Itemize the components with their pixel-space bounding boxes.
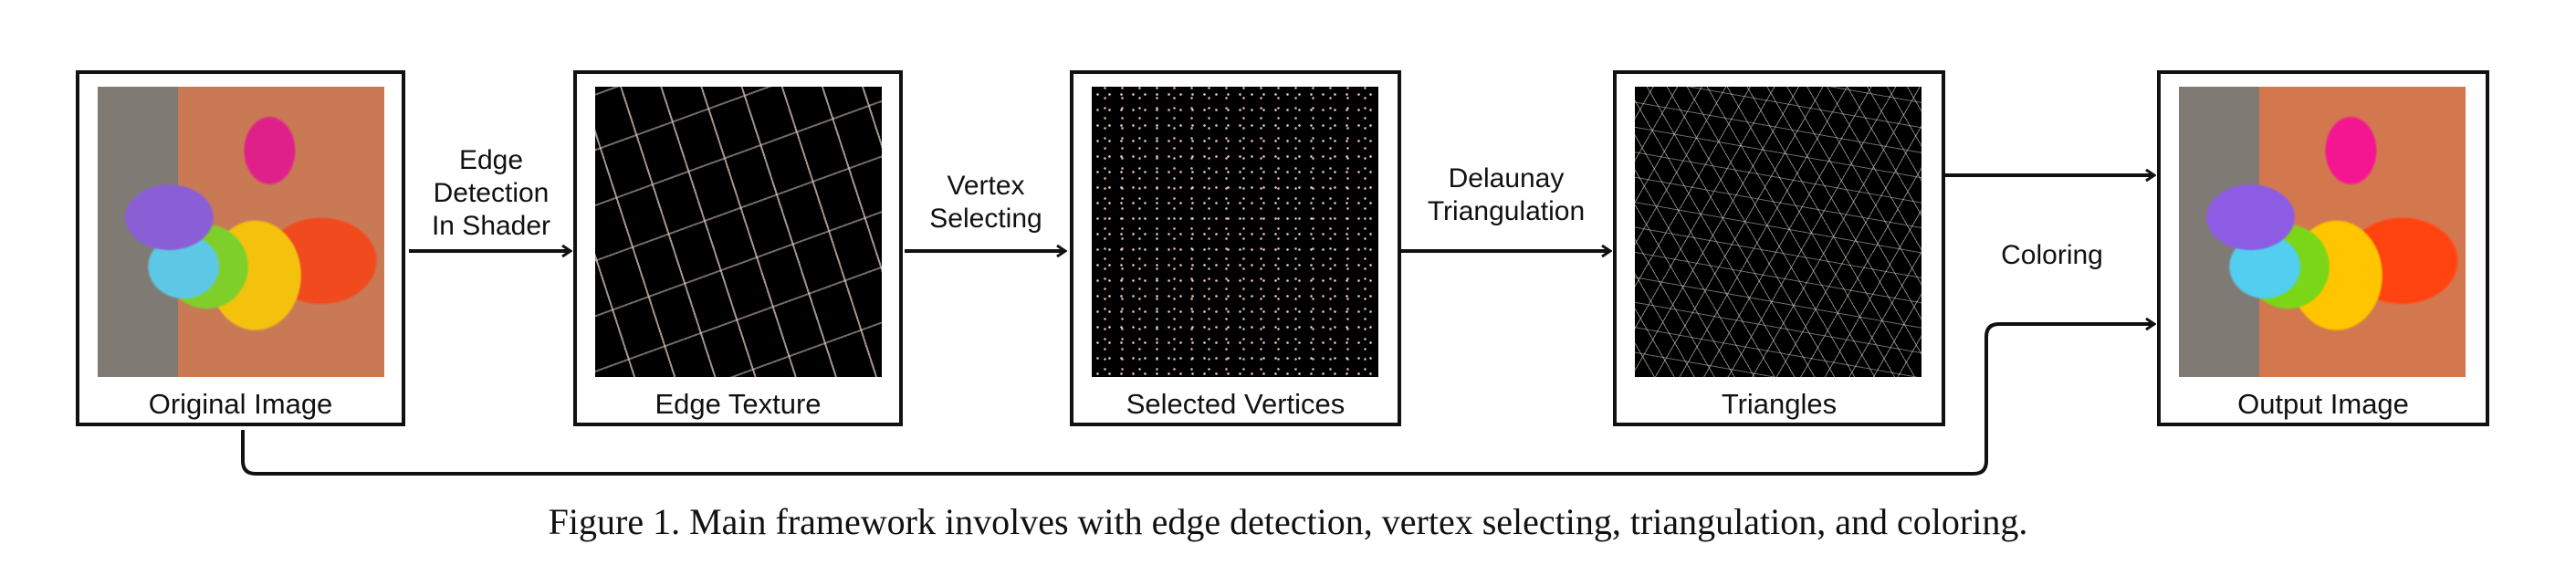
stage-original-image: Original Image — [76, 70, 405, 426]
stage-label: Selected Vertices — [1126, 388, 1346, 420]
selected-vertices-image — [1092, 87, 1378, 377]
label-line: Selecting — [929, 204, 1042, 234]
stage-edge-texture: Edge Texture — [573, 70, 903, 426]
label-line: Edge — [458, 145, 524, 175]
stage-label: Edge Texture — [654, 388, 822, 420]
vertex-selecting-label: Vertex Selecting — [929, 170, 1042, 235]
edge-detection-label: Edge Detection In Shader — [432, 144, 550, 243]
stage-output-image: Output Image — [2157, 70, 2489, 426]
edge-texture-image — [595, 87, 882, 377]
output-image — [2179, 87, 2466, 377]
stage-label: Triangles — [1721, 388, 1838, 420]
stage-selected-vertices: Selected Vertices — [1070, 70, 1401, 426]
stage-triangles: Triangles — [1613, 70, 1945, 426]
label-line: Triangulation — [1427, 196, 1586, 226]
label-line: Vertex — [947, 171, 1025, 201]
label-line: In Shader — [431, 211, 551, 241]
stage-label: Original Image — [148, 388, 333, 420]
arrow-coloring-original — [241, 324, 2154, 476]
triangles-image — [1635, 87, 1922, 377]
stage-label: Output Image — [2237, 388, 2409, 420]
original-image — [98, 87, 384, 377]
label-line: Detection — [433, 178, 550, 208]
label-line: Delaunay — [1448, 163, 1565, 194]
delaunay-label: Delaunay Triangulation — [1428, 162, 1585, 228]
figure-caption: Figure 1. Main framework involves with e… — [548, 501, 2028, 542]
coloring-label: Coloring — [2001, 240, 2103, 270]
